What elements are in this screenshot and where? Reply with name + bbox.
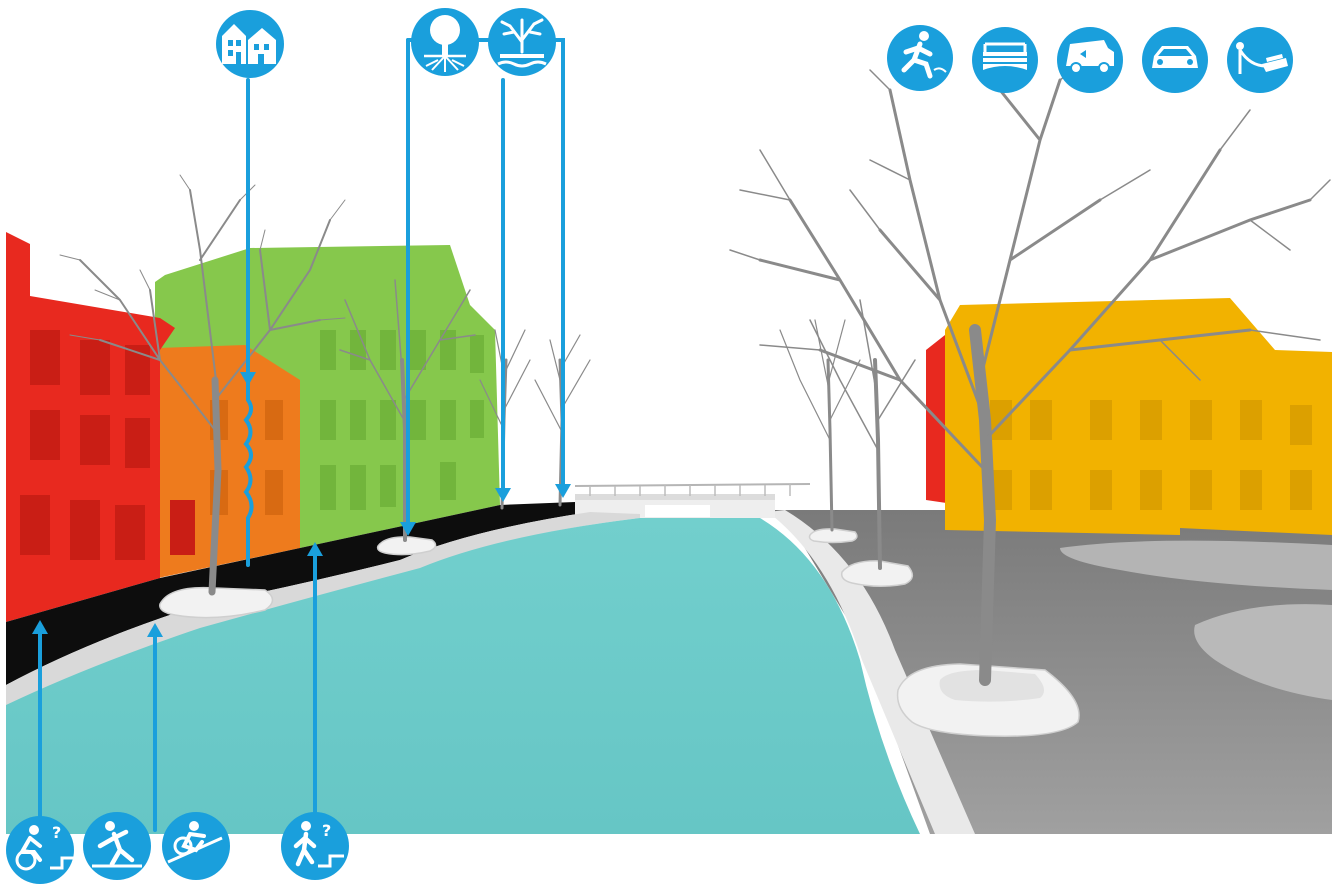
right-curb: [768, 510, 975, 834]
tree-left-1: [59, 174, 346, 596]
running-person-icon: [887, 25, 953, 91]
left-quay-road: [6, 502, 590, 685]
planter-right-2: [840, 560, 914, 587]
bridge-icon: [972, 27, 1038, 93]
green-building-windows: [320, 330, 484, 510]
delivery-truck-icon: [1057, 27, 1123, 93]
tree-roots-icon: [411, 8, 479, 76]
pointer-lines: [38, 38, 565, 832]
tree-left-2: [339, 279, 476, 542]
planter-right-1: [808, 528, 858, 544]
canal-water: [6, 518, 920, 834]
svg-text:?: ?: [52, 823, 61, 842]
icon-layer: ? ?: [6, 8, 1293, 884]
planter-right-3-soil: [939, 670, 1044, 702]
pointer-buildings: [243, 78, 254, 567]
yellow-building: [926, 298, 1332, 535]
car-icon: [1142, 27, 1208, 93]
green-building: [155, 245, 500, 548]
distant-bridge: [574, 483, 811, 518]
buildings-icon: [216, 10, 284, 78]
svg-text:?: ?: [322, 821, 331, 840]
tree-right-large: [729, 64, 1331, 686]
yellow-building-windows: [990, 400, 1312, 510]
pointer-arrowheads: [32, 372, 571, 637]
right-parking-area: [1060, 540, 1332, 590]
tree-right-small-2: [809, 299, 916, 570]
cyclist-slope-icon: [162, 812, 230, 880]
mooring-boat-icon: [1227, 27, 1293, 93]
right-street: [768, 510, 1332, 834]
planter-left-2: [376, 536, 437, 556]
cyclist-question-icon: ?: [6, 816, 76, 884]
tree-quay-wall-icon: [488, 8, 556, 76]
pedestrian-question-icon: ?: [281, 812, 349, 880]
right-plaza-area: [1194, 604, 1332, 700]
planter-left-1: [159, 586, 274, 619]
person-falling-icon: [83, 812, 151, 880]
